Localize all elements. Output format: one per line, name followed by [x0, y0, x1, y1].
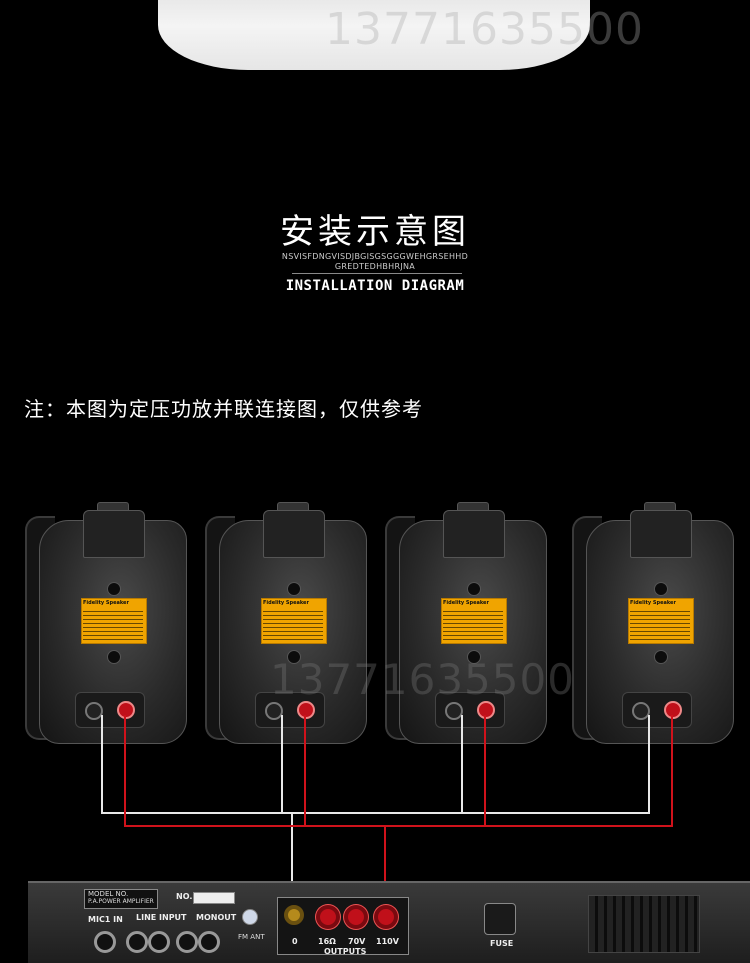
- output-terminal-16ohm[interactable]: [316, 905, 340, 929]
- screw-hole: [107, 582, 121, 596]
- wire-common-bus: [101, 812, 650, 814]
- fuse-label: FUSE: [490, 939, 514, 948]
- wire-positive-3: [484, 715, 486, 827]
- fm-antenna-connector[interactable]: [242, 909, 258, 925]
- english-title: INSTALLATION DIAGRAM: [285, 278, 465, 294]
- wire-common-1: [101, 715, 103, 813]
- title-divider: [292, 273, 462, 274]
- wire-common-2: [281, 715, 283, 813]
- top-speaker-image: [158, 0, 590, 70]
- monout-jack-1[interactable]: [176, 931, 198, 953]
- monout-label: MONOUT: [196, 913, 237, 922]
- subtitle-line-2: GREDTEDHBHRJNA: [334, 262, 416, 271]
- fm-ant-label: FM ANT: [238, 933, 265, 941]
- mic-in-label: MIC1 IN: [88, 915, 123, 924]
- watermark-top: 13771635500: [325, 4, 644, 55]
- note-text: 注：本图为定压功放并联连接图，仅供参考: [24, 397, 423, 421]
- subtitle-line-1: NSVISFDNGVISDJBGISGSGGGWEHGRSEHHD: [281, 252, 469, 261]
- output-tap-16ohm: 16Ω: [318, 937, 336, 946]
- outputs-label: OUTPUTS: [324, 947, 367, 956]
- watermark-middle: 13771635500: [270, 655, 575, 704]
- terminal-positive: [297, 701, 315, 719]
- output-terminal-0[interactable]: [284, 905, 304, 925]
- terminal-negative: [632, 702, 650, 720]
- page-title: 安装示意图: [280, 212, 470, 252]
- screw-hole: [654, 582, 668, 596]
- spec-label-title: Fidelity Speaker: [443, 600, 489, 606]
- terminal-positive: [664, 701, 682, 719]
- spec-label-title: Fidelity Speaker: [630, 600, 676, 606]
- wire-common-3: [461, 715, 463, 813]
- amplifier-rear-panel: MODEL NO. P.A.POWER AMPLIFIER NO. MIC1 I…: [28, 881, 750, 963]
- wire-positive-2: [304, 715, 306, 827]
- output-terminal-70v[interactable]: [344, 905, 368, 929]
- model-name-label: P.A.POWER AMPLIFIER: [88, 898, 154, 905]
- speaker-2: Fidelity Speaker: [205, 502, 367, 745]
- line-input-jack-1[interactable]: [126, 931, 148, 953]
- output-tap-0: 0: [292, 937, 298, 946]
- model-plate: [84, 889, 158, 909]
- wire-positive-1: [124, 715, 126, 827]
- screw-hole: [107, 650, 121, 664]
- screw-hole: [287, 650, 301, 664]
- wire-positive-to-amp: [384, 825, 386, 910]
- screw-hole: [287, 582, 301, 596]
- screw-hole: [467, 650, 481, 664]
- line-input-jack-2[interactable]: [148, 931, 170, 953]
- spec-label-title: Fidelity Speaker: [83, 600, 129, 606]
- fuse-holder[interactable]: [484, 903, 516, 935]
- wire-positive-4: [671, 715, 673, 827]
- terminal-negative: [265, 702, 283, 720]
- wire-common-to-amp: [291, 812, 293, 908]
- wire-positive-bus: [124, 825, 673, 827]
- speaker-1: Fidelity Speaker: [25, 502, 187, 745]
- output-terminal-110v[interactable]: [374, 905, 398, 929]
- line-input-label: LINE INPUT: [136, 913, 187, 922]
- terminal-negative: [85, 702, 103, 720]
- terminal-positive: [477, 701, 495, 719]
- screw-hole: [467, 582, 481, 596]
- terminal-negative: [445, 702, 463, 720]
- screw-hole: [654, 650, 668, 664]
- serial-box: [193, 892, 235, 904]
- output-tap-110v: 110V: [376, 937, 399, 946]
- terminal-positive: [117, 701, 135, 719]
- speaker-3: Fidelity Speaker: [385, 502, 547, 745]
- output-tap-70v: 70V: [348, 937, 366, 946]
- model-no-label: MODEL NO.: [88, 890, 129, 898]
- no-label: NO.: [176, 892, 193, 901]
- mic-jack[interactable]: [94, 931, 116, 953]
- monout-jack-2[interactable]: [198, 931, 220, 953]
- spec-label-title: Fidelity Speaker: [263, 600, 309, 606]
- speaker-4: Fidelity Speaker: [572, 502, 734, 745]
- ventilation-grille: [588, 895, 700, 953]
- wire-common-4: [648, 715, 650, 813]
